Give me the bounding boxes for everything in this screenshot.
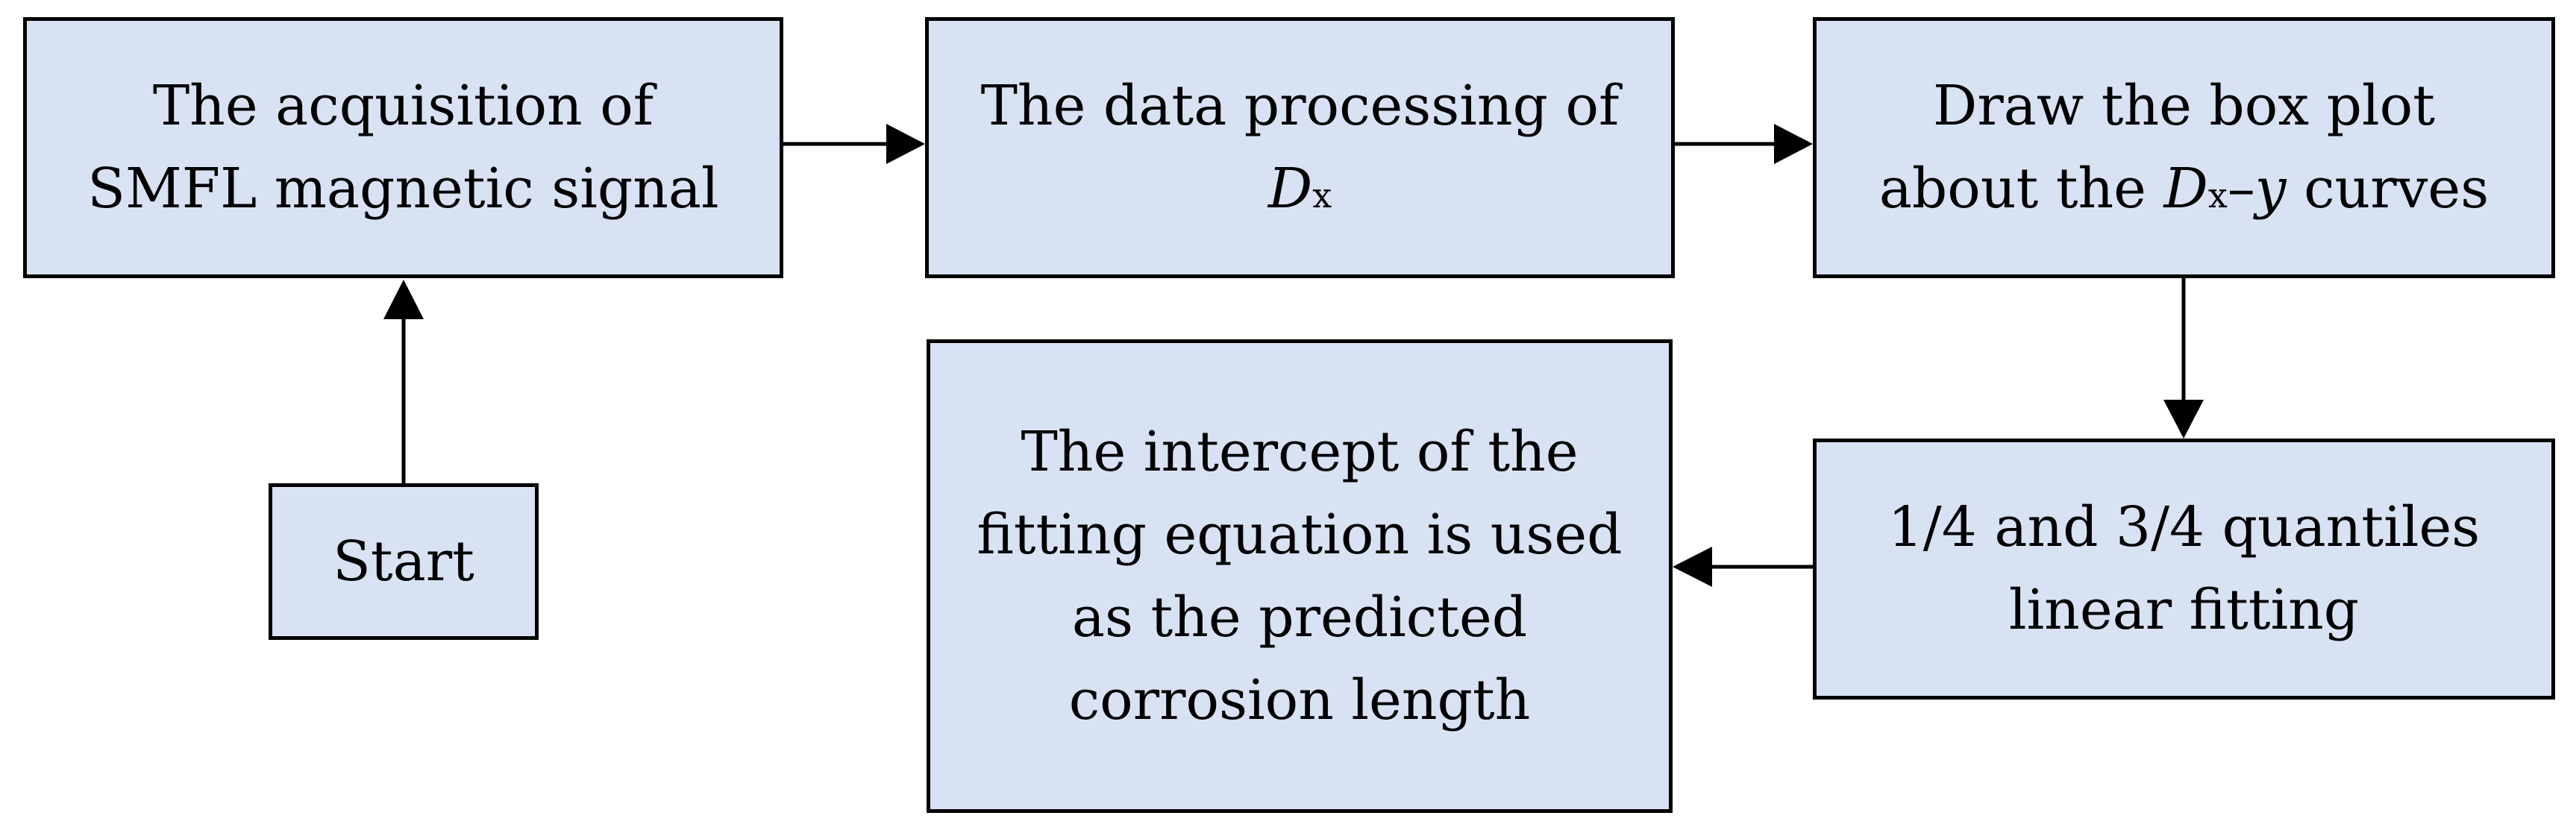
intercept-line-2: fitting equation is used [977,502,1623,567]
intercept-line-4: corrosion length [1068,667,1531,732]
arrow-acquisition-to-processing [783,124,925,164]
acquisition-line-2: SMFL magnetic signal [87,157,719,221]
linear-fitting-box: 1/4 and 3/4 quantiles linear fitting [1813,439,2555,700]
box-plot-box: Draw the box plot about the Dx–y curves [1813,17,2555,278]
linear-fitting-label: 1/4 and 3/4 quantiles linear fitting [1888,486,2481,652]
dx-variable: D [1267,157,1313,221]
start-label: Start [333,529,474,594]
data-processing-line-1: The data processing of [980,74,1620,138]
box-plot-label: Draw the box plot about the Dx–y curves [1879,65,2489,230]
acquisition-line-1: The acquisition of [152,74,654,138]
acquisition-label: The acquisition of SMFL magnetic signal [87,65,718,230]
arrow-start-to-acquisition [383,280,424,483]
linear-fitting-line-1: 1/4 and 3/4 quantiles [1887,495,2481,559]
box-plot-suffix: curves [2286,157,2489,221]
box-plot-line-1: Draw the box plot [1933,74,2435,138]
acquisition-box: The acquisition of SMFL magnetic signal [23,17,783,278]
intercept-label: The intercept of the fitting equation is… [977,411,1622,742]
dash: – [2227,157,2255,221]
arrow-processing-to-boxplot [1675,124,1813,164]
box-plot-line-2: about the Dx–y curves [1879,148,2489,230]
dx-variable: D [2163,157,2208,221]
box-plot-prefix: about the [1878,157,2164,221]
start-box: Start [269,483,539,640]
dx-subscript: x [2207,175,2228,216]
data-processing-label: The data processing of Dx [981,65,1620,230]
arrow-boxplot-to-fitting [2163,278,2204,439]
linear-fitting-line-2: linear fitting [2008,578,2360,642]
intercept-line-3: as the predicted [1071,585,1528,650]
dx-subscript: x [1312,175,1332,216]
arrow-fitting-to-intercept [1673,547,1813,587]
data-processing-box: The data processing of Dx [925,17,1675,278]
data-processing-line-2: Dx [981,148,1620,230]
intercept-box: The intercept of the fitting equation is… [927,339,1673,813]
y-variable: y [2254,157,2287,221]
intercept-line-1: The intercept of the [1021,419,1579,484]
